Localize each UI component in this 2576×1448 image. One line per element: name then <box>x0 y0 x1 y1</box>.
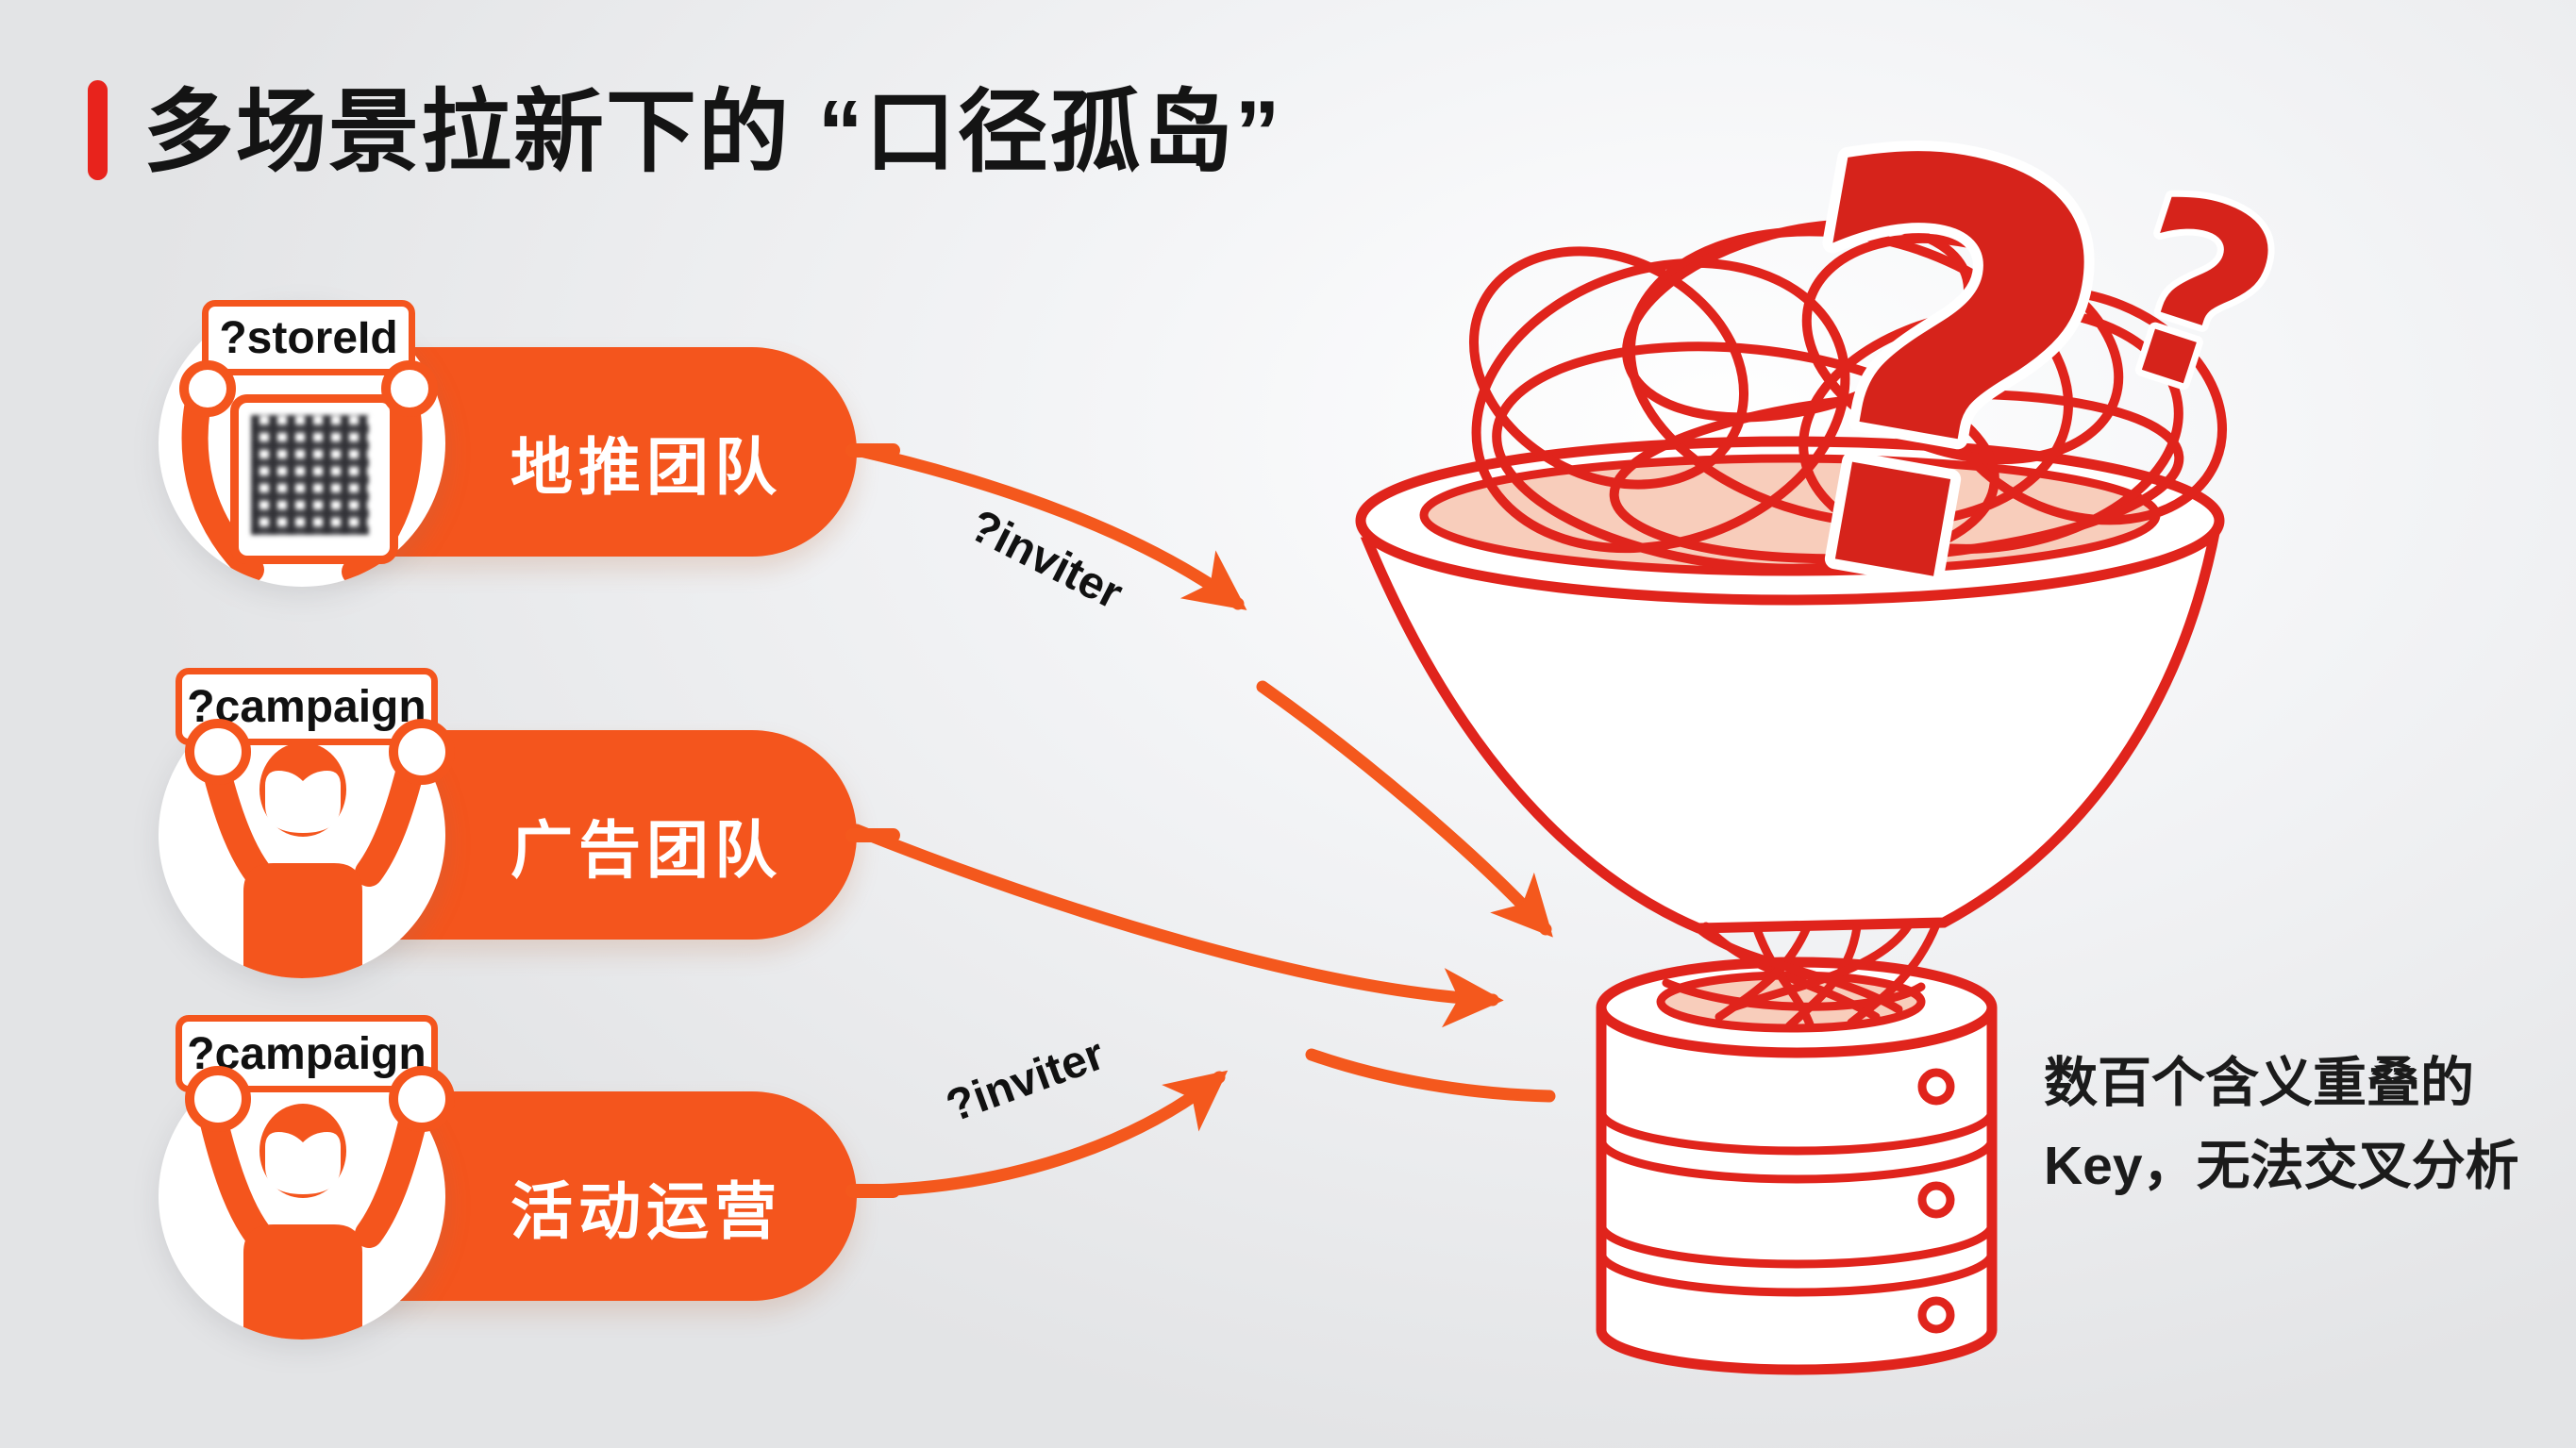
arrow-mid-to-database <box>1256 680 1553 938</box>
page-title: 多场景拉新下的 “口径孤岛” <box>143 82 1282 183</box>
pill-label-campaign-ops: 活动运营 <box>510 1176 782 1246</box>
funnel-spout-strands-icon <box>1662 920 1941 1031</box>
pill-connector <box>845 828 900 842</box>
pill-connector <box>845 1184 900 1198</box>
pill-label-ground-team: 地推团队 <box>510 432 782 502</box>
hand-icon <box>185 719 251 785</box>
hand-icon <box>389 719 455 785</box>
tangled-lines-icon <box>1468 219 2228 574</box>
caption-line-1: 数百个含义重叠的 <box>2044 1053 2474 1113</box>
arrow-campaign-ops-tail <box>1305 1048 1556 1103</box>
caption-text: 数百个含义重叠的 Key，无法交叉分析 <box>2044 1041 2553 1207</box>
hand-icon <box>389 1066 455 1132</box>
title-accent-bar <box>88 80 108 180</box>
funnel-icon <box>1355 436 2225 934</box>
caption-line-2: Key，无法交叉分析 <box>2044 1136 2519 1196</box>
person-icon <box>197 736 429 978</box>
param-sign-storeid: ?storeId <box>202 300 415 375</box>
pill-label-ads-team: 广告团队 <box>510 815 782 885</box>
hand-icon <box>381 360 438 417</box>
qr-pattern <box>251 415 369 535</box>
arrow-ads-team-to-database <box>850 824 1504 1028</box>
pill-connector <box>845 443 900 458</box>
arrow-ground-team-to-funnel <box>850 443 1247 610</box>
hand-icon <box>185 1066 251 1132</box>
hand-icon <box>179 360 236 417</box>
arrow-campaign-ops-up <box>850 1070 1229 1197</box>
qr-code-icon <box>230 394 398 564</box>
